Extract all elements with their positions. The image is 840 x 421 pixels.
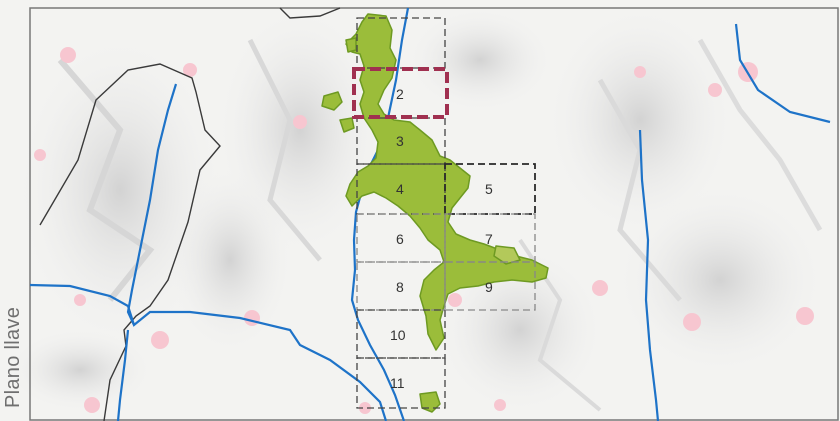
map-frame xyxy=(29,7,839,421)
tile-label[interactable]: 7 xyxy=(485,231,493,247)
tile-label[interactable]: 11 xyxy=(390,375,405,391)
tile-label[interactable]: 8 xyxy=(396,279,404,295)
tile-label[interactable]: 10 xyxy=(390,327,406,343)
tile-label[interactable]: 2 xyxy=(396,86,404,102)
boundary-lines xyxy=(39,7,341,421)
tile-label[interactable]: 9 xyxy=(485,279,493,295)
terrain-shading xyxy=(10,10,823,412)
tile-5-frame xyxy=(444,163,536,215)
map-title-label: Plano llave xyxy=(2,306,24,408)
tile-9-frame xyxy=(444,261,536,311)
tile-label[interactable]: 5 xyxy=(485,181,493,197)
grid-tiles xyxy=(356,17,536,409)
urban-area xyxy=(321,13,549,413)
tile-label[interactable]: 6 xyxy=(396,231,404,247)
tile-label[interactable]: 3 xyxy=(396,133,404,149)
tile-label[interactable]: 4 xyxy=(396,181,404,197)
settlement-markers xyxy=(34,47,814,414)
tile-labels: 2 3 4 5 6 7 8 9 10 11 xyxy=(390,86,493,391)
tile-2-highlight[interactable] xyxy=(352,67,449,119)
tile-1-frame xyxy=(356,17,446,69)
tile-11-frame xyxy=(356,357,446,409)
